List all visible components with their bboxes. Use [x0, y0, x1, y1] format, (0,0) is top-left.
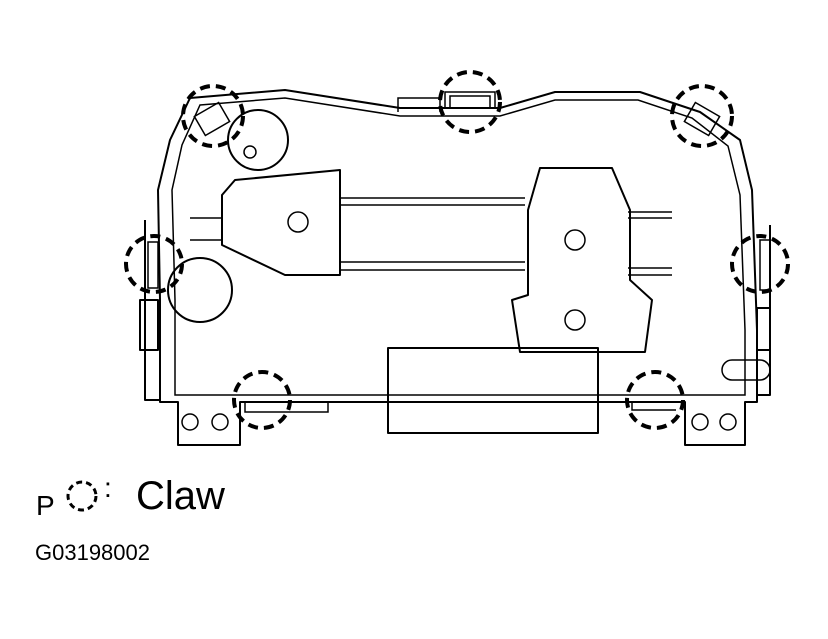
housing-outline [157, 89, 758, 446]
right-component [511, 167, 653, 353]
figure-code: G03198002 [35, 540, 150, 565]
claw-ring-left [124, 234, 184, 294]
claw-ring-bottom-right [625, 370, 685, 430]
instrument-cluster-diagram [124, 70, 790, 446]
housing-inner-line [171, 97, 746, 396]
legend-colon: : [104, 472, 112, 503]
claw-tab-left [147, 241, 159, 289]
claw-ring-right [730, 234, 790, 294]
claw-tab-top-right [683, 101, 721, 137]
right-component-hole-upper [564, 229, 586, 251]
right-slot [721, 359, 771, 381]
mount-hole-left-1 [181, 413, 199, 431]
left-connector-hole [287, 211, 309, 233]
legend: P : Claw [34, 470, 434, 530]
dashed-circle-icon [66, 480, 98, 512]
legend-prefix: P [36, 490, 55, 521]
right-component-hole-lower [564, 309, 586, 331]
claw-ring-bottom-left [232, 370, 292, 430]
right-side-bracket [756, 225, 771, 396]
mount-hole-right-2 [719, 413, 737, 431]
legend-label: Claw [136, 474, 225, 518]
left-connector [221, 169, 341, 276]
bottom-tab-left [244, 402, 329, 413]
claw-tab-right [759, 239, 771, 291]
claw-tab-top-left [193, 101, 231, 137]
gauge-circle-left [167, 257, 233, 323]
bottom-box [387, 347, 599, 434]
mount-hole-right-1 [691, 413, 709, 431]
upper-rail [340, 197, 672, 219]
claw-tab-top-center [449, 95, 491, 109]
gauge-pin-top [243, 145, 257, 159]
top-rim [397, 91, 496, 112]
claw-ring-top-center [438, 70, 502, 134]
claw-ring-top-left [181, 84, 245, 148]
left-side-bracket [139, 220, 160, 401]
claw-ring-top-right [670, 84, 734, 148]
gauge-circle-top [227, 109, 289, 171]
left-pins [190, 217, 222, 241]
mount-hole-left-2 [211, 413, 229, 431]
lower-rail [340, 261, 672, 276]
bottom-tab-right [631, 402, 676, 411]
